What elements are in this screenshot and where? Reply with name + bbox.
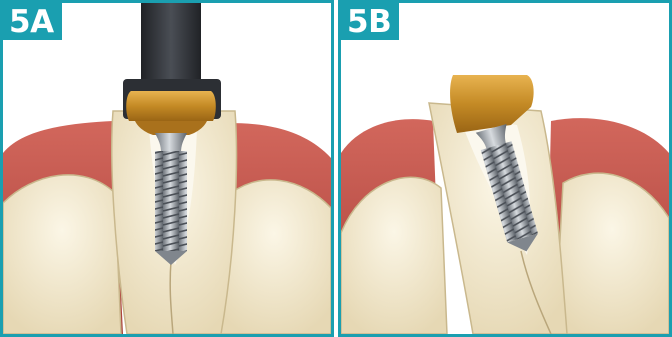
panel-label-5b: 5B bbox=[341, 3, 399, 40]
post-head bbox=[126, 91, 216, 121]
panel-5b: 5B bbox=[338, 0, 672, 337]
panel-label-5a: 5A bbox=[3, 3, 62, 40]
panel-5b-illustration bbox=[341, 3, 669, 334]
tooth bbox=[3, 175, 121, 334]
tooth bbox=[555, 173, 669, 334]
panel-5a: 5A bbox=[0, 0, 334, 337]
panel-5a-illustration bbox=[3, 3, 331, 334]
screw-thread bbox=[155, 151, 187, 251]
driver-tool bbox=[141, 3, 201, 85]
